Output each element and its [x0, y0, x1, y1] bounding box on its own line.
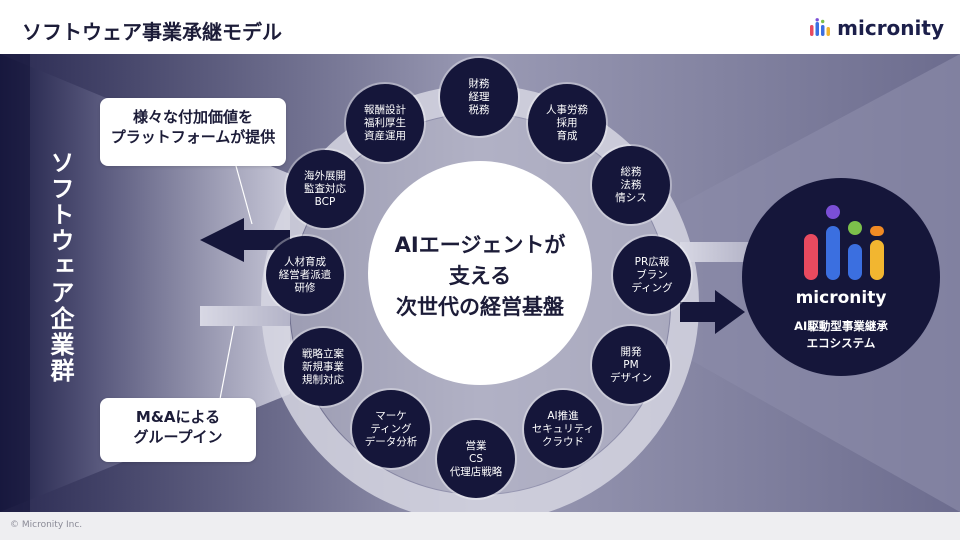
platform-callout-line1: 様々な付加価値を: [132, 108, 253, 126]
node-line: 採用: [556, 116, 578, 129]
center-line1: AIエージェントが: [394, 233, 566, 257]
node-line: 営業: [465, 439, 487, 452]
node-line: 育成: [556, 129, 578, 142]
node-line: 報酬設計: [364, 103, 406, 116]
arrow-left-icon: [200, 218, 290, 262]
footer: © Micronity Inc.: [0, 512, 960, 540]
node-sales: 営業 CS 代理店戦略: [437, 420, 515, 498]
arrow-right-icon: [680, 290, 745, 334]
node-line: 経理: [468, 90, 490, 103]
node-line: セキュリティ: [531, 422, 595, 435]
micronity-description: AI駆動型事業継承 エコシステム: [742, 318, 940, 352]
center-circle: [368, 161, 592, 385]
node-general-affairs: 総務 法務 情シス: [592, 146, 670, 224]
node-line: 法務: [620, 178, 642, 191]
logo-text: micronity: [837, 16, 944, 40]
node-compensation: 報酬設計 福利厚生 資産運用: [346, 84, 424, 162]
left-funnel: [0, 54, 290, 512]
node-line: デザイン: [610, 371, 652, 384]
micronity-desc-line2: エコシステム: [806, 336, 876, 350]
node-line: 海外展開: [304, 169, 346, 182]
node-line: 研修: [294, 281, 316, 294]
node-strategy: 戦略立案 新規事業 規制対応: [284, 328, 362, 406]
node-line: 情シス: [615, 191, 647, 204]
micronity-desc-line1: AI駆動型事業継承: [794, 319, 888, 333]
node-line: 資産運用: [364, 129, 406, 142]
node-ai-security: AI推進 セキュリティ クラウド: [524, 390, 602, 468]
node-line: 総務: [620, 165, 642, 178]
ma-callout-line2: グループイン: [133, 428, 223, 446]
node-hr: 人事労務 採用 育成: [528, 84, 606, 162]
node-line: 規制対応: [302, 373, 344, 386]
center-message: AIエージェントが 支える 次世代の経営基盤: [380, 230, 580, 323]
node-line: マーケ: [375, 409, 407, 422]
page-title: ソフトウェア事業承継モデル: [22, 20, 282, 44]
node-pr-branding: PR広報 ブラン ディング: [613, 236, 691, 314]
micronity-mark-icon: [804, 205, 884, 280]
node-line: 戦略立案: [302, 347, 344, 360]
micronity-logo-icon: [810, 18, 831, 36]
node-line: BCP: [314, 195, 336, 208]
node-line: 開発: [620, 345, 642, 358]
node-finance: 財務 経理 税務: [440, 58, 518, 136]
header: ソフトウェア事業承継モデル micronity: [0, 0, 960, 54]
copyright: © Micronity Inc.: [10, 520, 83, 530]
platform-callout-line2: プラットフォームが提供: [110, 128, 276, 146]
beam-right: [680, 242, 750, 262]
node-line: 福利厚生: [364, 116, 406, 129]
micronity-circle: [742, 178, 940, 376]
node-line: 財務: [468, 77, 490, 90]
node-marketing: マーケ ティング データ分析: [352, 390, 430, 468]
node-line: ブラン: [636, 268, 668, 281]
node-line: データ分析: [364, 435, 418, 448]
node-line: 人材育成: [284, 255, 326, 268]
software-companies-label: ソフトウェア企業群: [46, 150, 74, 384]
node-overseas: 海外展開 監査対応 BCP: [286, 150, 364, 228]
node-talent: 人材育成 経営者派遣 研修: [266, 236, 344, 314]
ma-callout: M&Aによる グループイン: [100, 398, 256, 462]
node-line: 税務: [468, 103, 490, 116]
micronity-name: micronity: [795, 288, 887, 308]
beam-left: [200, 306, 290, 326]
node-line: 監査対応: [304, 182, 346, 195]
center-line3: 次世代の経営基盤: [396, 295, 564, 319]
node-line: 経営者派遣: [278, 268, 332, 281]
node-development: 開発 PM デザイン: [592, 326, 670, 404]
center-line2: 支える: [448, 264, 512, 288]
node-line: ティング: [370, 422, 412, 435]
node-line: 人事労務: [546, 103, 588, 116]
node-line: AI推進: [547, 409, 579, 422]
node-line: PM: [623, 358, 639, 371]
node-line: CS: [469, 452, 483, 465]
node-line: ディング: [631, 281, 673, 294]
node-line: 代理店戦略: [449, 465, 503, 478]
node-line: 新規事業: [302, 360, 344, 373]
ma-callout-line1: M&Aによる: [135, 408, 221, 426]
platform-callout: 様々な付加価値を プラットフォームが提供: [100, 98, 286, 166]
node-line: PR広報: [634, 255, 670, 268]
node-line: クラウド: [542, 435, 584, 448]
brand-logo: micronity: [809, 15, 944, 41]
